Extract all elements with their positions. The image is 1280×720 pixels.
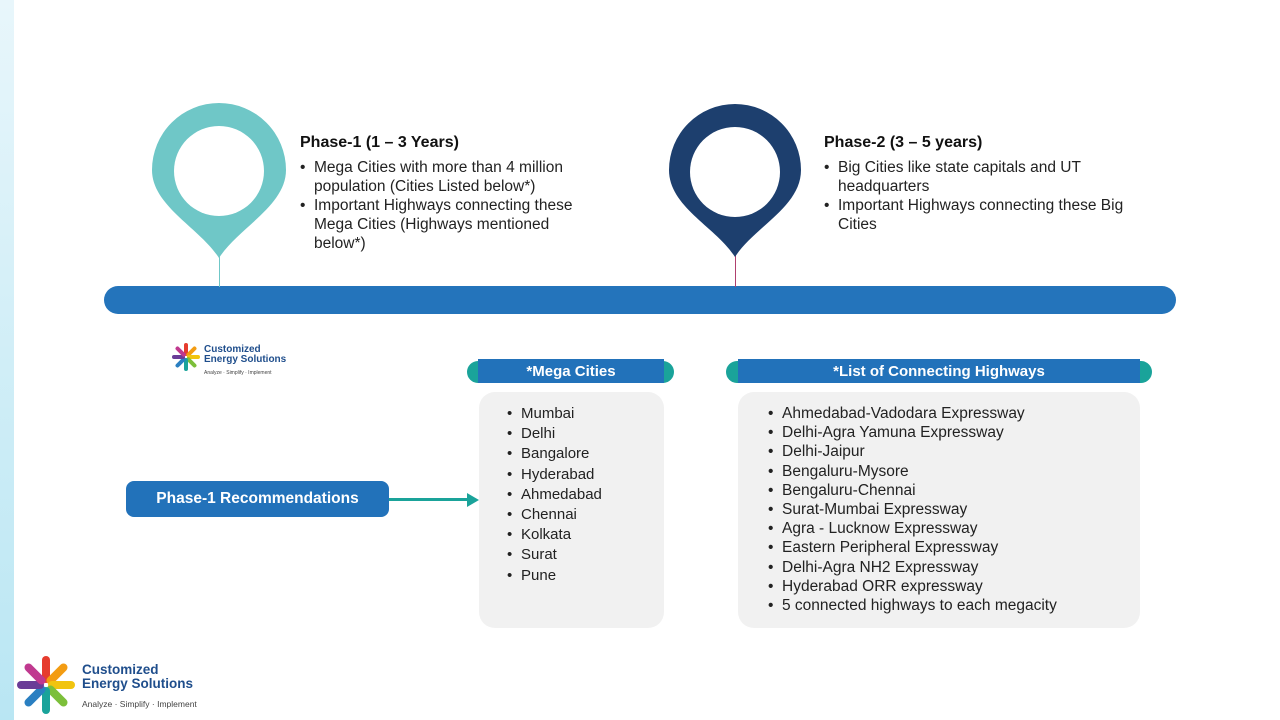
phase1-bullet: Mega Cities with more than 4 million pop… [300,158,580,196]
list-item: Surat [507,545,602,565]
list-item: Ahmedabad [507,485,602,505]
list-item: Bengaluru-Mysore [768,462,1057,481]
list-item: Delhi-Agra Yamuna Expressway [768,423,1057,442]
phase1-pin-connector [219,255,220,287]
list-item: Delhi [507,424,602,444]
phase2-block: Phase-2 (3 – 5 years) Big Cities like st… [824,134,1124,234]
phase2-bullet: Big Cities like state capitals and UT he… [824,158,1124,196]
phase1-bullet: Important Highways connecting these Mega… [300,196,580,253]
highways-list: Ahmedabad-Vadodara Expressway Delhi-Agra… [768,404,1057,615]
arrow-right-icon [467,493,479,507]
mega-cities-header: *Mega Cities [478,359,664,383]
logo-large: Customized Energy Solutions Analyze · Si… [17,656,217,714]
list-item: Bangalore [507,444,602,464]
list-item: Hyderabad [507,465,602,485]
phase2-location-pin-icon [669,104,801,257]
list-item: Kolkata [507,525,602,545]
logo-large-tagline: Analyze · Simplify · Implement [82,699,197,709]
logo-small-name: Customized Energy Solutions [204,344,287,365]
phase1-block: Phase-1 (1 – 3 Years) Mega Cities with m… [300,134,580,253]
phase2-pin-connector [735,255,736,287]
logo-small: Customized Energy Solutions Analyze · Si… [172,343,302,379]
mega-cities-list: Mumbai Delhi Bangalore Hyderabad Ahmedab… [507,404,602,586]
list-item: Agra - Lucknow Expressway [768,519,1057,538]
phase2-bullet: Important Highways connecting these Big … [824,196,1124,234]
list-item: Eastern Peripheral Expressway [768,538,1057,557]
phase2-title: Phase-2 (3 – 5 years) [824,134,983,151]
phase1-recommendations-button[interactable]: Phase-1 Recommendations [126,481,389,517]
logo-pinwheel-icon [172,343,200,371]
list-item: Hyderabad ORR expressway [768,577,1057,596]
highways-header: *List of Connecting Highways [738,359,1140,383]
arrow-connector [389,498,469,501]
logo-pinwheel-icon [17,656,75,714]
list-item: Chennai [507,505,602,525]
list-item: 5 connected highways to each megacity [768,596,1057,615]
list-item: Delhi-Jaipur [768,442,1057,461]
left-accent-strip [0,0,14,720]
list-item: Ahmedabad-Vadodara Expressway [768,404,1057,423]
mega-cities-card: Mumbai Delhi Bangalore Hyderabad Ahmedab… [479,392,664,628]
phase1-title: Phase-1 (1 – 3 Years) [300,134,459,151]
list-item: Mumbai [507,404,602,424]
logo-small-tagline: Analyze · Simplify · Implement [204,370,272,376]
phase2-bullets: Big Cities like state capitals and UT he… [824,158,1124,234]
list-item: Pune [507,566,602,586]
list-item: Surat-Mumbai Expressway [768,500,1057,519]
phase1-location-pin-icon [152,103,286,258]
logo-large-name: Customized Energy Solutions [82,662,194,691]
list-item: Delhi-Agra NH2 Expressway [768,558,1057,577]
phase1-bullets: Mega Cities with more than 4 million pop… [300,158,580,253]
list-item: Bengaluru-Chennai [768,481,1057,500]
highways-card: Ahmedabad-Vadodara Expressway Delhi-Agra… [738,392,1140,628]
timeline-bar [104,286,1176,314]
